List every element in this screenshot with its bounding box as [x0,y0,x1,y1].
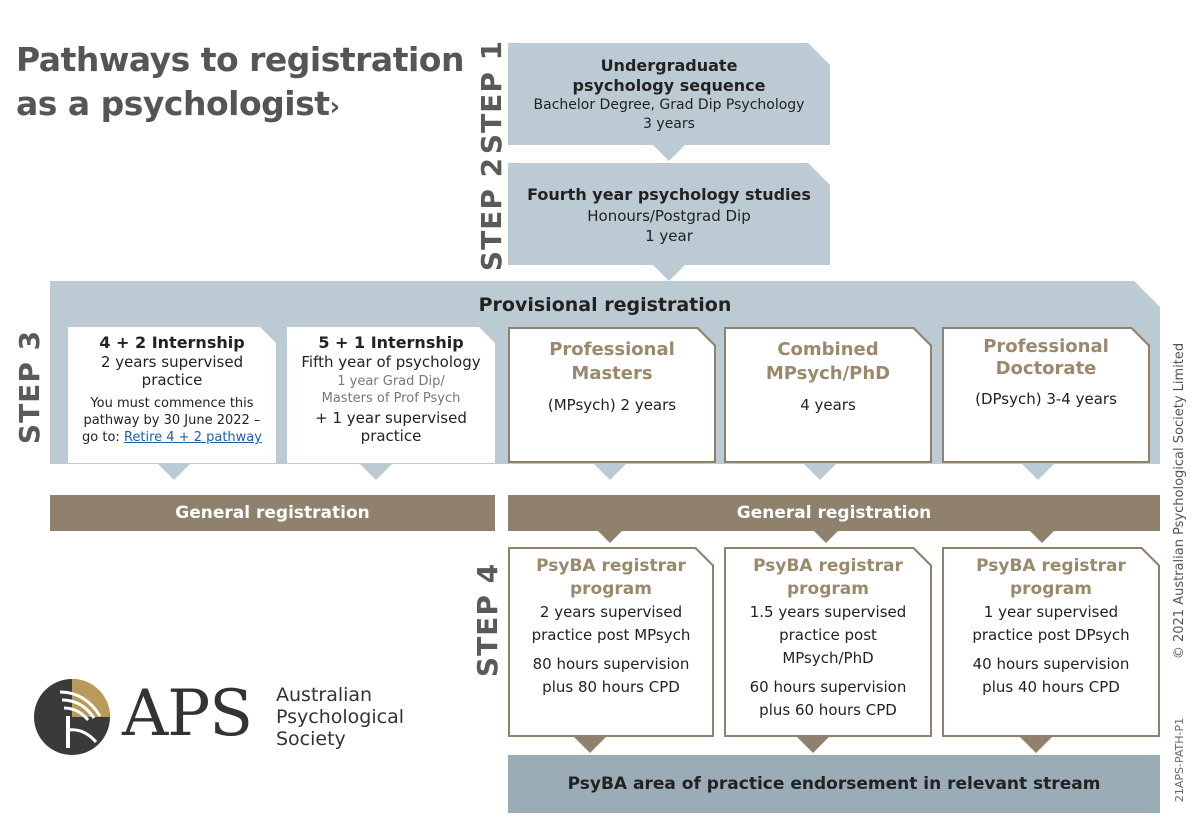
registrar-2-title-1: PsyBA registrar [753,556,903,576]
registrar-2-title-2: program [787,579,869,599]
professional-masters-box: Professional Masters (MPsych) 2 years [508,327,716,463]
registrar-1-line-a: 2 years supervised [539,603,683,621]
internship-5-1-box: 5 + 1 Internship Fifth year of psycholog… [287,327,495,463]
general-registration-right: General registration [508,495,1160,531]
internship-5-1-line-3: practice [360,427,422,445]
registrar-2-line-a: 1.5 years supervised [749,603,907,621]
retire-4-2-pathway-link[interactable]: Retire 4 + 2 pathway [123,430,262,445]
title-line-1: Pathways to registration [16,40,464,79]
arrow-registrar-3-down [1020,737,1052,753]
professional-doctorate-detail: (DPsych) 3-4 years [975,390,1117,408]
step-1-label: STEP 1 [475,39,508,155]
registrar-box-doctorate: PsyBA registrar program 1 year supervise… [942,547,1160,737]
internship-4-2-title: 4 + 2 Internship [99,333,245,352]
registrar-1-line-b: practice post MPsych [531,626,691,644]
chevron-right-icon: › [329,92,341,122]
registrar-2-line-d: plus 60 hours CPD [759,701,897,719]
internship-5-1-line-1: Fifth year of psychology [301,353,481,371]
step-2-duration: 1 year [645,227,693,245]
endorsement-band: PsyBA area of practice endorsement in re… [508,755,1160,813]
registrar-3-title-1: PsyBA registrar [976,556,1126,576]
page-title: Pathways to registration as a psychologi… [16,38,464,129]
internship-4-2-box: 4 + 2 Internship 2 years supervised prac… [68,327,276,463]
professional-doctorate-title-2: Doctorate [995,358,1097,379]
registrar-box-combined: PsyBA registrar program 1.5 years superv… [724,547,932,737]
internship-4-2-line-2: practice [141,371,203,389]
internship-4-2-note-3: go to: [82,430,120,445]
aps-name-line-2: Psychological [276,706,404,728]
internship-5-1-title: 5 + 1 Internship [318,333,464,352]
registrar-1-line-c: 80 hours supervision [532,655,690,673]
aps-name-line-1: Australian [276,684,373,706]
professional-masters-title-2: Masters [571,363,653,384]
arrow-general-to-registrar-2 [814,531,838,543]
internship-4-2-note-2: pathway by 30 June 2022 – [83,413,261,428]
arrow-masters-down [594,464,626,480]
registrar-2-line-b2: MPsych/PhD [782,649,874,667]
step-2-arrow [653,265,685,281]
step-2-title: Fourth year psychology studies [527,185,811,204]
arrow-general-to-registrar-3 [1030,531,1054,543]
registrar-box-masters: PsyBA registrar program 2 years supervis… [508,547,714,737]
professional-masters-detail: (MPsych) 2 years [547,396,677,414]
registrar-3-title-2: program [1010,579,1092,599]
internship-5-1-line-2: + 1 year supervised [315,409,467,427]
step-2-label: STEP 2 [475,156,508,272]
internship-5-1-sub-1: 1 year Grad Dip/ [337,374,445,389]
step-3-label: STEP 3 [13,329,46,445]
registrar-2-line-c: 60 hours supervision [749,678,907,696]
combined-title-1: Combined [777,339,879,360]
registrar-3-line-b: practice post DPsych [972,626,1130,644]
aps-logo-text: APS [122,677,253,751]
title-line-2: as a psychologist [16,84,330,123]
registrar-1-line-d: plus 80 hours CPD [542,678,680,696]
arrow-combined-down [804,464,836,480]
step-1-duration: 3 years [643,116,695,132]
arrow-registrar-1-down [574,737,606,753]
step-2-box: Fourth year psychology studies Honours/P… [508,163,830,265]
registrar-1-title-1: PsyBA registrar [536,556,686,576]
step-2-detail: Honours/Postgrad Dip [587,207,751,225]
internship-4-2-line-1: 2 years supervised [100,353,244,371]
step-1-box: Undergraduate psychology sequence Bachel… [508,43,830,145]
professional-doctorate-title-1: Professional [983,336,1109,357]
step-1-detail: Bachelor Degree, Grad Dip Psychology [533,97,805,113]
document-code: 21APS-PATH-P1 [1173,717,1186,803]
arrow-4-2-down [158,464,190,480]
internship-5-1-sub-2: Masters of Prof Psych [321,391,461,406]
registrar-3-line-c: 40 hours supervision [972,655,1130,673]
step-4-label: STEP 4 [471,562,504,678]
combined-mpsych-phd-box: Combined MPsych/PhD 4 years [724,327,932,463]
registrar-1-title-2: program [570,579,652,599]
combined-detail: 4 years [800,396,856,414]
arrow-doctorate-down [1022,464,1054,480]
arrow-5-1-down [360,464,392,480]
arrow-general-to-registrar-1 [598,531,622,543]
aps-name: Australian Psychological Society [276,684,404,750]
step-1-title-line-1: Undergraduate [600,56,738,75]
internship-4-2-note-1: You must commence this [90,396,254,411]
general-registration-left: General registration [50,495,495,531]
registrar-2-line-b: practice post [779,626,877,644]
arrow-registrar-2-down [797,737,829,753]
step-1-title-line-2: psychology sequence [572,76,766,95]
step-1-arrow [653,145,685,161]
professional-doctorate-box: Professional Doctorate (DPsych) 3-4 year… [942,327,1150,463]
registrar-3-line-d: plus 40 hours CPD [982,678,1120,696]
aps-logo-mark [30,672,120,762]
combined-title-2: MPsych/PhD [765,363,891,384]
provisional-registration-heading: Provisional registration [478,294,732,316]
copyright-notice: © 2021 Australian Psychological Society … [1172,342,1187,660]
registrar-3-line-a: 1 year supervised [983,603,1119,621]
aps-name-line-3: Society [276,728,346,750]
professional-masters-title-1: Professional [549,339,675,360]
